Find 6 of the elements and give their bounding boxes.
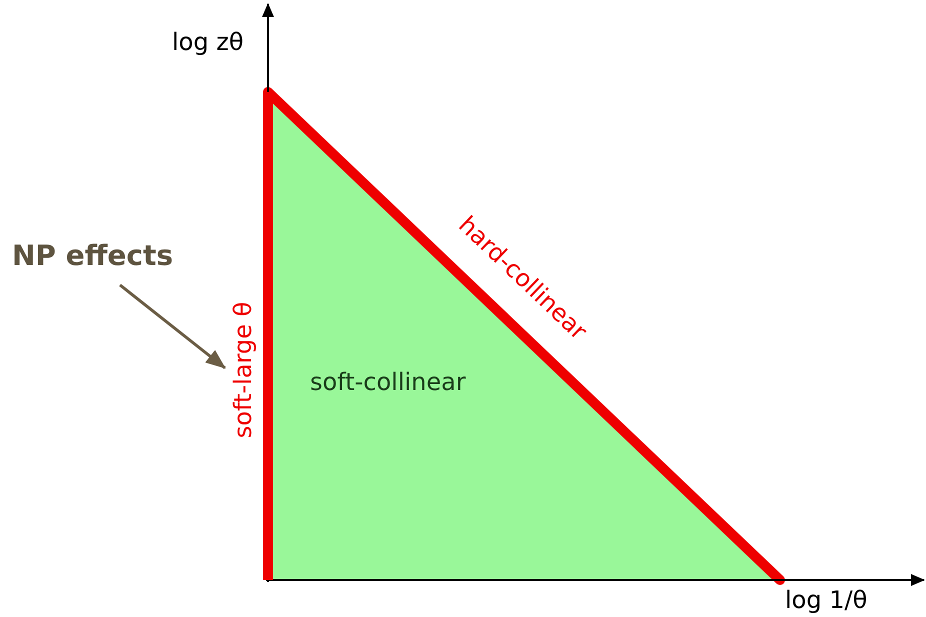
axis-label: log zθ — [172, 30, 244, 54]
leader-arrow — [119, 284, 226, 370]
axis-label: log 1/θ — [785, 588, 868, 612]
region-label: soft-collinear — [310, 370, 466, 394]
region-boundary-label: soft-large θ — [231, 300, 255, 440]
annotation-label: NP effects — [12, 242, 174, 270]
